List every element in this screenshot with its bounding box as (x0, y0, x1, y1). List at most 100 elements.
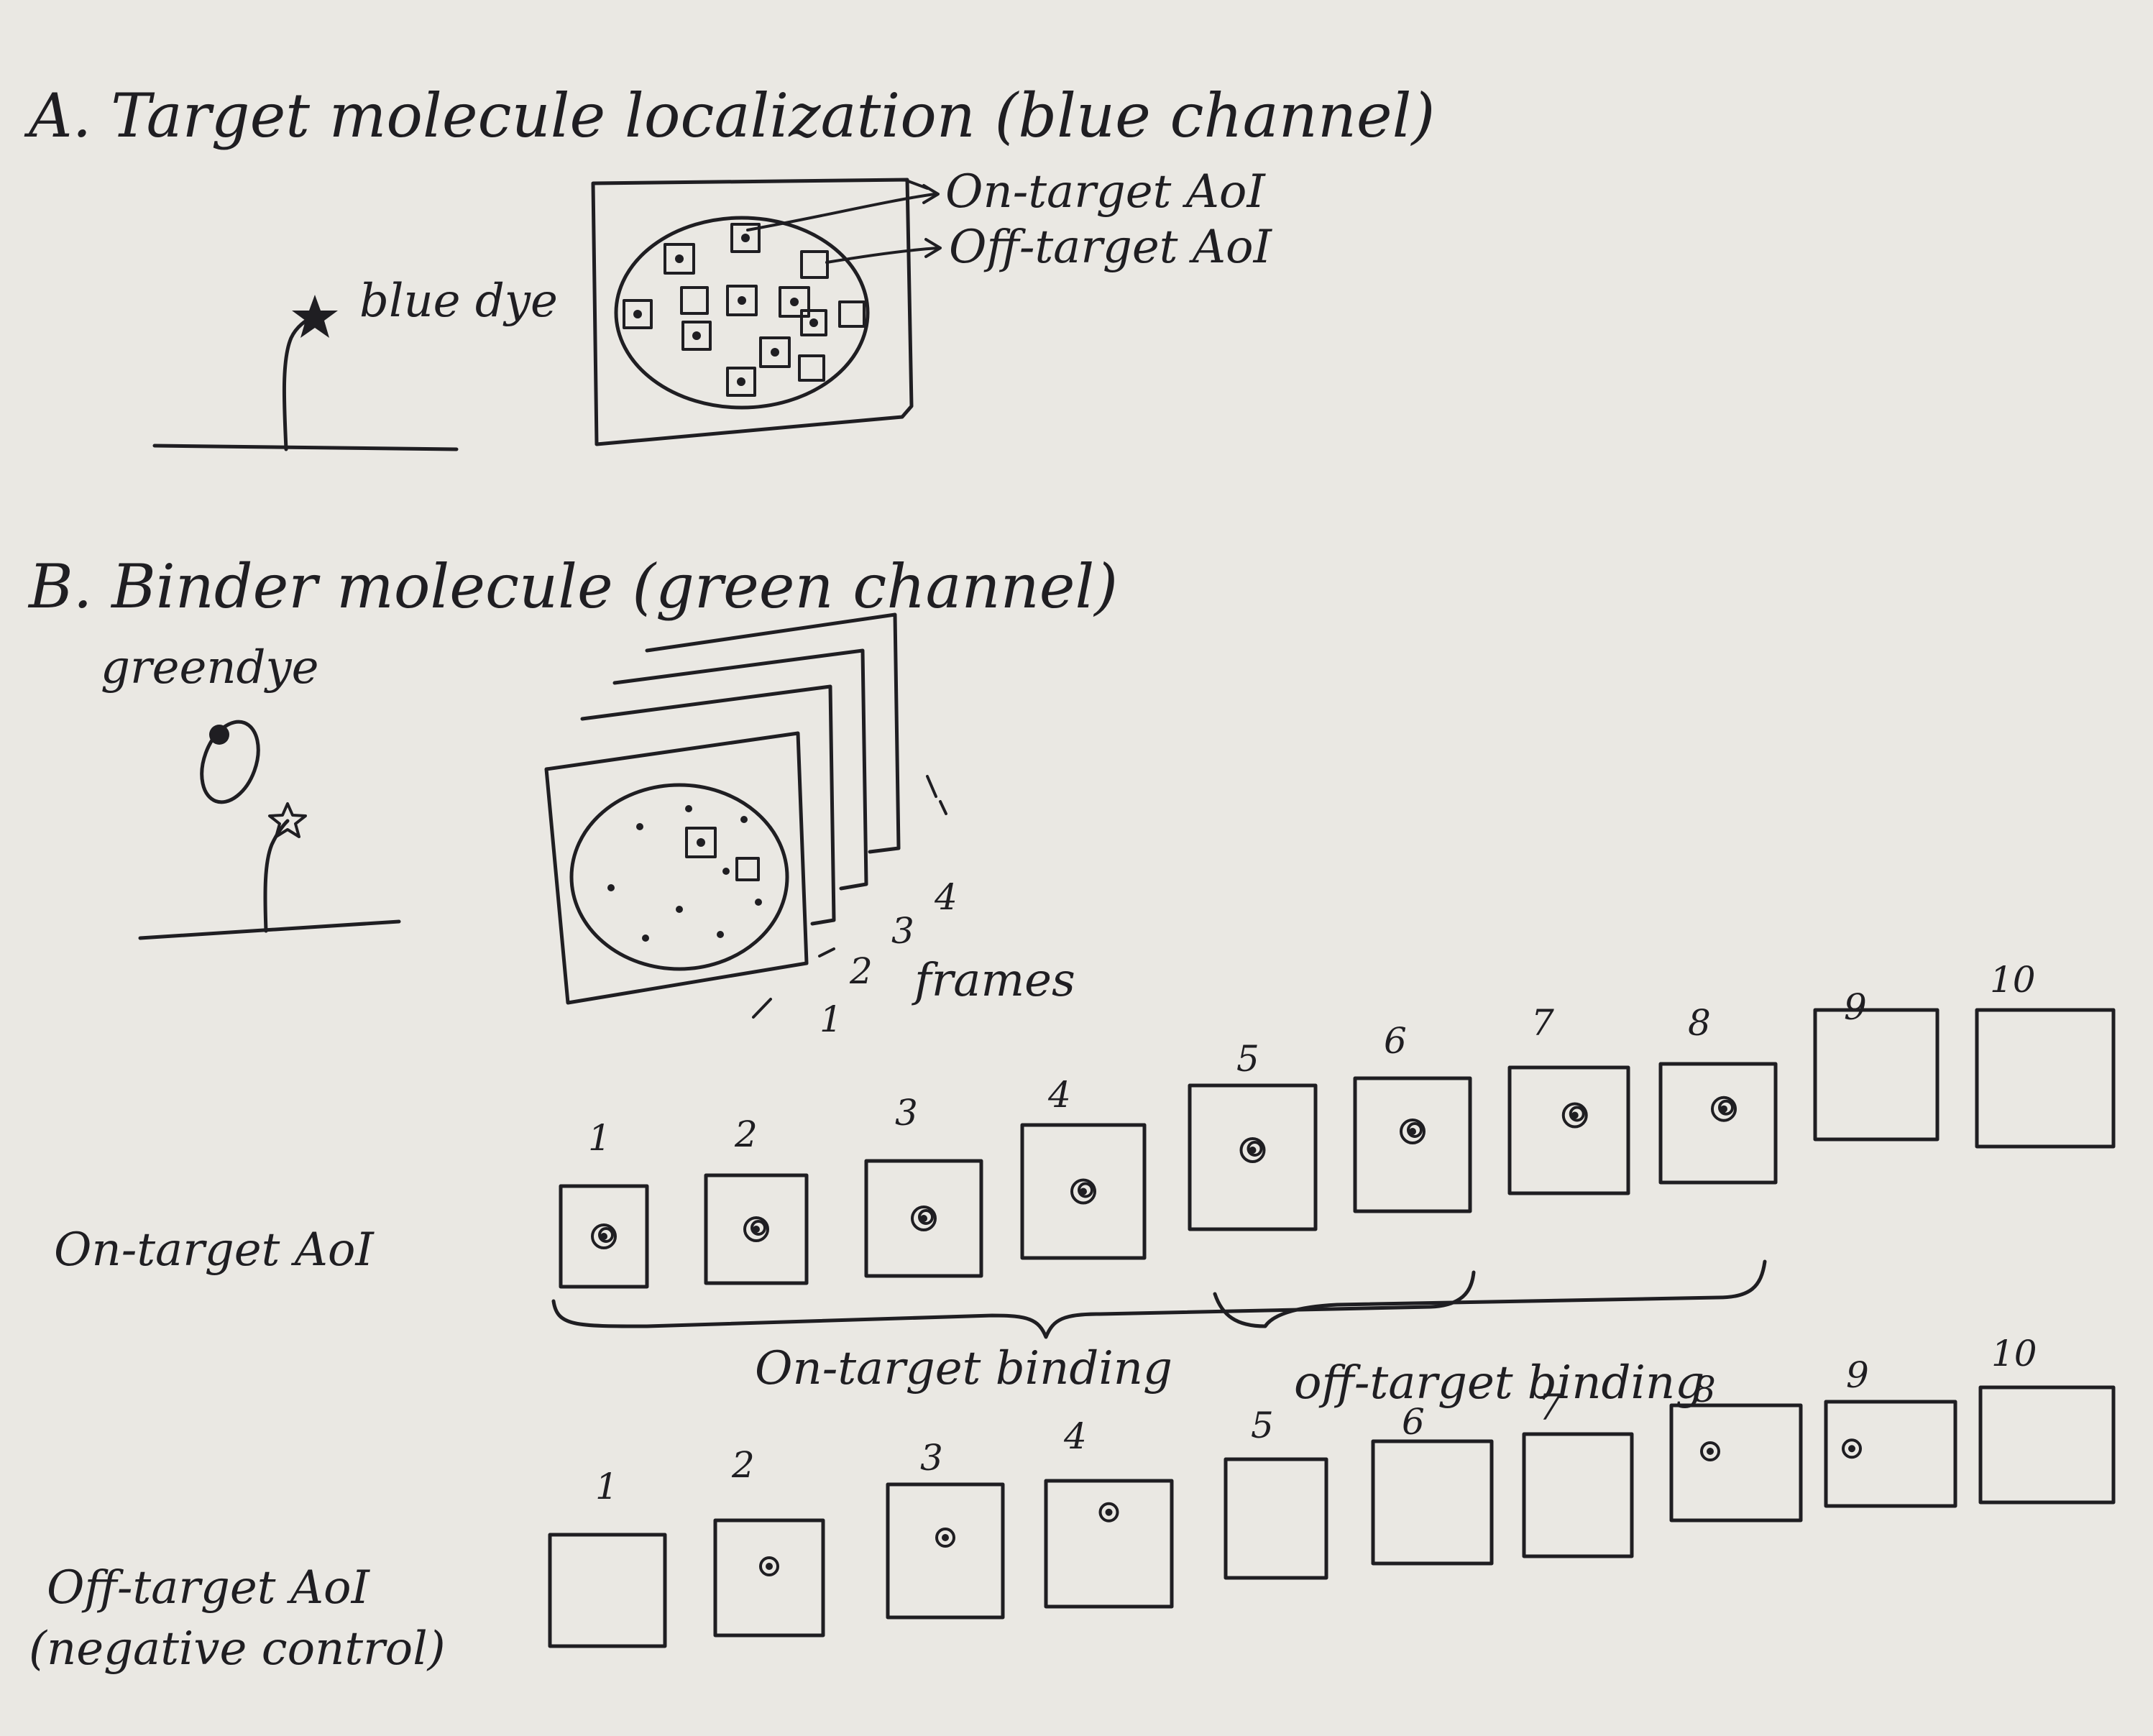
off-target-frame: 2 (713, 1444, 825, 1638)
fov-a-aoi-box (759, 336, 791, 368)
arrow-on-target-line (746, 193, 936, 231)
stack-aoi-1 (685, 827, 717, 858)
stack-number-3: 3 (891, 910, 914, 952)
binding-spot-icon (1098, 1502, 1119, 1523)
off-target-frame-number: 2 (731, 1444, 755, 1486)
on-target-binding-label: On-target binding (755, 1342, 1172, 1395)
fov-a-aoi-box (730, 223, 761, 253)
frames-label: frames (912, 954, 1075, 1007)
on-target-frame-number: 8 (1688, 1002, 1711, 1044)
binding-spot-icon (1842, 1438, 1862, 1459)
stack-number-2: 2 (849, 950, 873, 992)
off-target-frame-number: 4 (1063, 1415, 1087, 1457)
off-target-frame-number: 10 (1991, 1333, 2037, 1374)
tether-a (282, 314, 317, 451)
stack-dots-1 (926, 775, 937, 798)
binding-spot-icon (1711, 1096, 1737, 1122)
off-target-row-label-line1: Off-target AoI (47, 1561, 371, 1615)
fov-a-aoi-box (681, 321, 712, 351)
off-target-frame: 3 (886, 1437, 1005, 1620)
fov-a-aois (623, 223, 866, 397)
off-target-frame-number: 5 (1251, 1405, 1274, 1446)
arrow-off-target-line (825, 247, 940, 264)
fov-a-circle (614, 216, 870, 410)
on-target-frame: 4 (1020, 1074, 1147, 1260)
stack-frame-3 (612, 648, 868, 891)
target-star-icon (268, 802, 307, 838)
stack-frame-1 (544, 731, 809, 1005)
binding-spot-icon (935, 1528, 955, 1548)
arrow-off-target-head-icon (924, 238, 942, 258)
fov-a-aoi-box (664, 243, 695, 275)
field-of-view-a (591, 178, 914, 446)
stack-dots-2 (939, 800, 947, 815)
binding-spot-icon (1239, 1137, 1266, 1163)
off-target-frame: 5 (1224, 1405, 1328, 1580)
off-target-frame-number: 9 (1846, 1354, 1869, 1396)
stack-frame-4 (645, 612, 901, 854)
binding-spot-icon (1561, 1102, 1588, 1129)
arrow-on-target-label: On-target AoI (945, 165, 1266, 219)
stack-arrow-2 (818, 947, 835, 957)
fov-a-aoi-box (798, 354, 825, 382)
on-target-row-label: On-target AoI (54, 1223, 375, 1277)
off-target-frame: 4 (1044, 1415, 1174, 1609)
fov-a-aoi-box (680, 286, 709, 315)
stack-number-4: 4 (934, 876, 958, 918)
on-target-frames: 1 2 3 4 5 6 7 8 9 10 (559, 959, 2116, 1289)
binding-spot-icon (911, 1205, 937, 1231)
stack-arrow-1 (752, 998, 772, 1019)
on-target-frame-number: 1 (588, 1117, 611, 1159)
fov-a-aoi-box (800, 309, 827, 336)
off-target-frame: 1 (548, 1466, 667, 1648)
blue-dye-molecule (152, 295, 459, 451)
off-target-frame-number: 1 (595, 1466, 618, 1507)
on-target-frame: 8 (1658, 1002, 1778, 1185)
fov-a-frame (591, 178, 914, 446)
on-target-frame-number: 4 (1047, 1074, 1071, 1116)
on-target-frame-number: 2 (734, 1113, 758, 1155)
fov-a-aoi-box (779, 286, 810, 318)
on-target-frame-number: 3 (895, 1092, 918, 1134)
on-target-frame-number: 7 (1531, 1002, 1554, 1044)
on-target-frame-number: 10 (1990, 959, 2036, 1001)
fov-a-aoi-box (623, 299, 653, 329)
binding-spot-icon (743, 1216, 769, 1242)
fov-a-aoi-box (838, 300, 866, 328)
binding-spot-icon (759, 1556, 779, 1576)
off-target-frame: 9 (1824, 1354, 1957, 1508)
section-b-title: B. Binder molecule (green channel) (27, 551, 1118, 622)
on-target-frame: 6 (1353, 1020, 1472, 1213)
stack-aoi-2 (735, 857, 760, 881)
fov-a-aoi-box (800, 250, 829, 279)
off-target-frame: 8 (1669, 1369, 1803, 1523)
stack-fov-circle (569, 783, 789, 971)
off-target-frame-number: 3 (920, 1437, 943, 1479)
off-target-binding-brace (1213, 1259, 1767, 1328)
on-target-frame: 1 (559, 1117, 649, 1289)
stack-frame-2 (580, 684, 836, 926)
green-dye-molecule (138, 720, 401, 940)
on-target-frame: 7 (1507, 1002, 1630, 1195)
off-target-frame-number: 7 (1538, 1387, 1561, 1428)
frame-stack (544, 612, 947, 1019)
off-target-frame-number: 6 (1402, 1401, 1425, 1443)
off-target-row-label-line2: (negative control) (29, 1622, 446, 1676)
green-dye-spot-icon (209, 725, 229, 745)
fov-a-aoi-box (726, 367, 756, 397)
blue-dye-label: blue dye (359, 275, 558, 328)
off-target-frame-number: 8 (1693, 1369, 1716, 1410)
off-target-frame: 7 (1522, 1387, 1634, 1558)
green-dye-label: greendye (101, 641, 319, 694)
green-dye-binder-ellipse (200, 720, 260, 804)
on-target-frame: 2 (704, 1113, 809, 1285)
on-target-frame-number: 5 (1236, 1038, 1259, 1080)
on-target-frame: 9 (1813, 986, 1939, 1142)
surface-line-a (152, 444, 459, 451)
section-a-title: A. Target molecule localization (blue ch… (24, 81, 1435, 151)
surface-line-b (138, 919, 401, 940)
arrow-on-target-tail (903, 178, 929, 190)
binding-spot-icon (1070, 1178, 1096, 1205)
binding-spot-icon (591, 1223, 617, 1249)
on-target-frame-number: 6 (1384, 1020, 1407, 1062)
